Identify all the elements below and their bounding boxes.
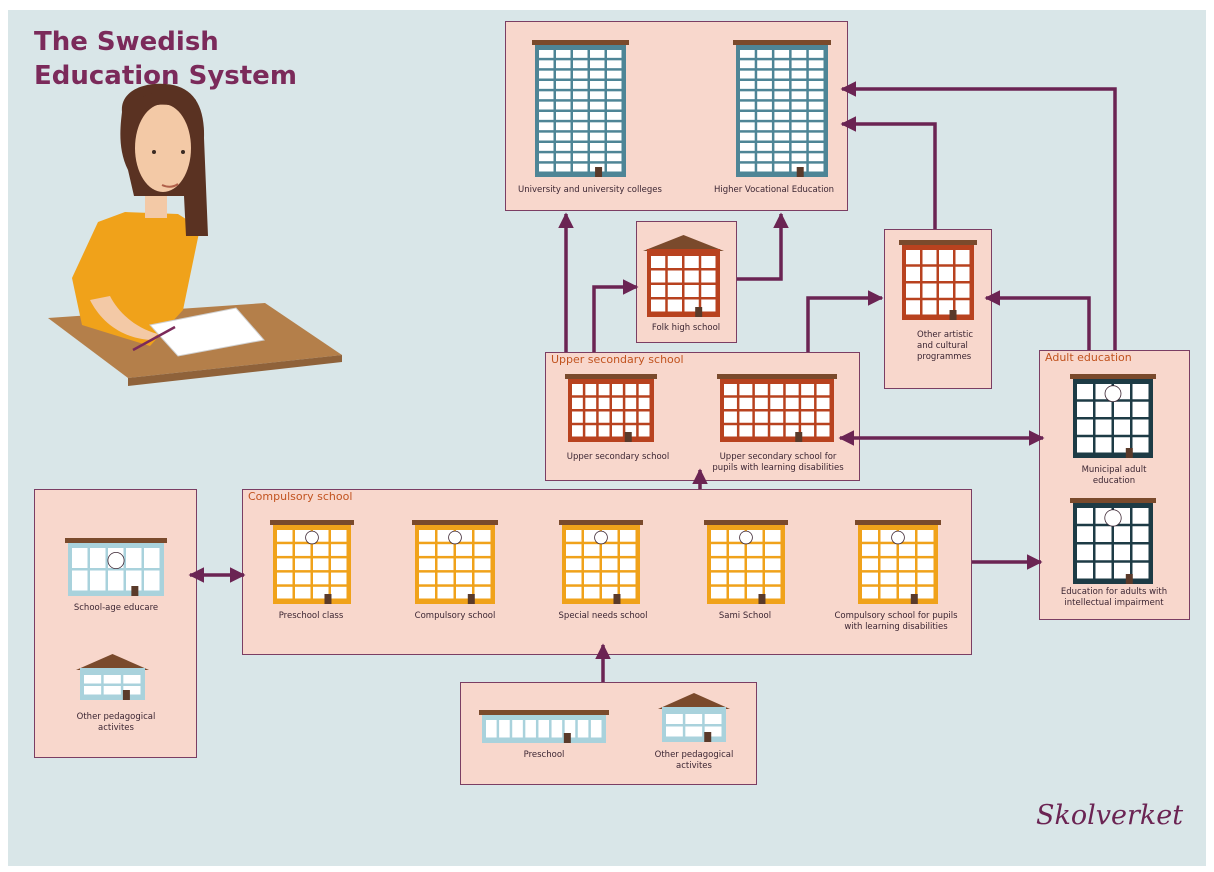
compulsory-school-title: Compulsory school	[248, 490, 353, 503]
label-other-artistic-1: Other artistic	[917, 330, 974, 340]
label-compulsory-school: Compulsory school	[414, 611, 496, 621]
other-artistic-icon	[899, 240, 977, 320]
skolverket-logo: Skolverket	[1036, 800, 1184, 831]
label-municipal-adult: Municipal adult education	[1082, 465, 1147, 487]
school-age-box	[34, 489, 197, 758]
special-needs-building-icon	[559, 520, 643, 604]
label-university: University and university colleges	[518, 185, 662, 195]
label-municipal-adult-1: Municipal adult	[1081, 465, 1147, 475]
label-adults-intellectual-1: Education for adults with	[1060, 587, 1168, 597]
label-preschool: Preschool	[523, 750, 565, 760]
label-preschool-class: Preschool class	[278, 611, 344, 621]
upper-secondary-building-icon	[565, 374, 657, 442]
diagram-title: The Swedish Education System	[34, 25, 297, 93]
label-adults-intellectual: Education for adults with intellectual i…	[1061, 587, 1167, 609]
woman-illustration	[48, 83, 342, 386]
label-school-age-other: Other pedagogical activites	[77, 712, 156, 734]
label-folk-high-school: Folk high school	[651, 323, 721, 333]
school-age-educare-building-icon	[65, 538, 167, 596]
upper-secondary-title: Upper secondary school	[551, 353, 684, 366]
label-preschool-other: Other pedagogical activites	[655, 750, 734, 772]
adults-intellectual-building-icon	[1070, 498, 1156, 584]
title-line-1: The Swedish	[34, 27, 219, 57]
vocational-building-icon	[733, 40, 831, 177]
label-other-artistic-2: and cultural	[917, 341, 968, 351]
upper-secondary-ld-building-icon	[717, 374, 837, 442]
label-upper-secondary-ld-2: pupils with learning disabilities	[712, 463, 844, 473]
label-other-artistic: Other artistic and cultural programmes	[917, 330, 973, 363]
label-compulsory-ld-1: Compulsory school for pupils	[834, 611, 958, 621]
preschool-building-icon	[479, 710, 609, 743]
label-vocational: Higher Vocational Education	[713, 185, 835, 195]
sami-building-icon	[704, 520, 788, 604]
university-building-icon	[532, 40, 629, 177]
label-sami: Sami School	[718, 611, 772, 621]
adult-education-title: Adult education	[1045, 351, 1132, 364]
label-school-age-educare: School-age educare	[73, 603, 159, 613]
label-school-age-other-2: activites	[98, 723, 134, 733]
label-adults-intellectual-2: intellectual impairment	[1064, 598, 1164, 608]
label-preschool-other-1: Other pedagogical	[654, 750, 734, 760]
label-other-artistic-3: programmes	[917, 352, 972, 362]
folk-high-school-icon	[643, 235, 724, 317]
label-upper-secondary-ld: Upper secondary school for pupils with l…	[712, 452, 843, 474]
label-school-age-other-1: Other pedagogical	[76, 712, 156, 722]
label-municipal-adult-2: education	[1092, 476, 1136, 486]
preschool-other-building-icon	[658, 693, 730, 742]
label-compulsory-ld-2: with learning disabilities	[844, 622, 948, 632]
label-compulsory-ld: Compulsory school for pupils with learni…	[834, 611, 957, 633]
label-upper-secondary: Upper secondary school	[566, 452, 670, 462]
label-special-needs: Special needs school	[558, 611, 648, 621]
label-preschool-other-2: activites	[676, 761, 712, 771]
compulsory-building-icon	[412, 520, 498, 604]
preschool-class-building-icon	[270, 520, 354, 604]
school-age-other-building-icon	[76, 654, 149, 700]
municipal-adult-building-icon	[1070, 374, 1156, 458]
label-upper-secondary-ld-1: Upper secondary school for	[719, 452, 837, 462]
compulsory-ld-building-icon	[855, 520, 941, 604]
